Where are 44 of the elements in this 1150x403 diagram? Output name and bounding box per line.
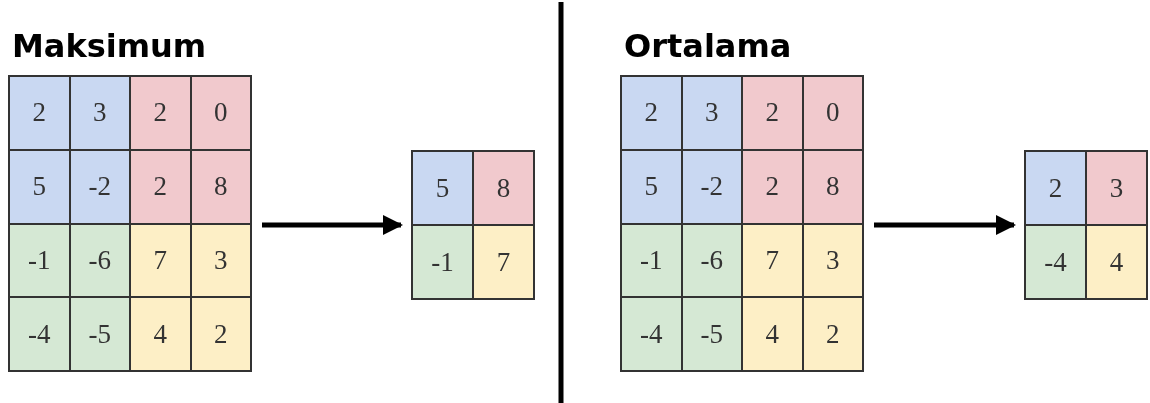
matrix-cell: 2: [802, 297, 863, 371]
matrix-cell: 4: [1086, 225, 1147, 299]
matrix-cell: 5: [412, 151, 473, 225]
matrix-cell: -1: [621, 223, 682, 298]
matrix-cell: 4: [130, 297, 191, 371]
matrix-title: Maksimum: [11, 26, 207, 67]
matrix-cell: 7: [742, 223, 803, 298]
matrix-cell: 3: [190, 223, 251, 298]
matrix-cell: -4: [621, 297, 682, 371]
matrix-cell: -1: [412, 225, 473, 299]
matrix-cell: 4: [742, 297, 803, 371]
arrow: [874, 215, 1016, 235]
matrix-cell: 8: [190, 149, 251, 224]
arrow: [262, 215, 403, 235]
matrix-cell: -4: [9, 297, 70, 371]
matrix-cell: 0: [802, 76, 863, 150]
matrix-cell: 2: [621, 76, 682, 150]
matrix-cell: 5: [621, 149, 682, 224]
matrix-cell: 2: [1025, 151, 1086, 225]
matrix-cell: 2: [742, 149, 803, 224]
matrix-cell: -6: [69, 223, 130, 298]
matrix-cell: 2: [742, 76, 803, 150]
matrix-cell: 5: [9, 149, 70, 224]
matrix-cell: 2: [130, 149, 191, 224]
matrix-cell: -6: [681, 223, 742, 298]
matrix-cell: 3: [1086, 151, 1147, 225]
matrix-cell: -5: [681, 297, 742, 371]
matrix-cell: 3: [802, 223, 863, 298]
matrix-cell: -2: [69, 149, 130, 224]
matrix-cell: 2: [190, 297, 251, 371]
matrix-cell: 2: [9, 76, 70, 150]
matrix-cell: 7: [130, 223, 191, 298]
matrix-cell: 8: [473, 151, 534, 225]
matrix-cell: 2: [130, 76, 191, 150]
matrix-cell: -5: [69, 297, 130, 371]
matrix-cell: 0: [190, 76, 251, 150]
matrix-title: Ortalama: [623, 26, 792, 67]
matrix-cell: -2: [681, 149, 742, 224]
matrix-cell: -4: [1025, 225, 1086, 299]
matrix-cell: 3: [69, 76, 130, 150]
matrix-cell: 3: [681, 76, 742, 150]
matrix-cell: 7: [473, 225, 534, 299]
matrix-cell: -1: [9, 223, 70, 298]
matrix-cell: 8: [802, 149, 863, 224]
